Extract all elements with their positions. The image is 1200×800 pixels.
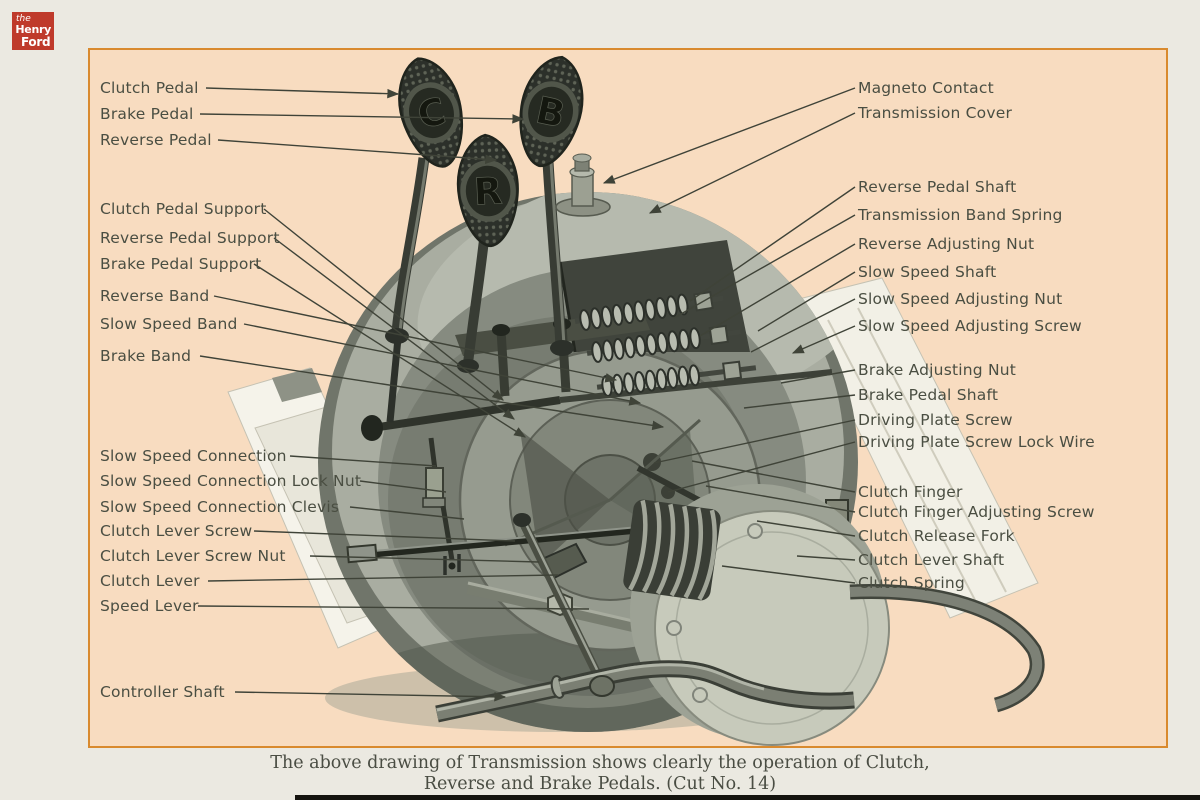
part-label-controller-shaft: Controller Shaft — [100, 683, 225, 701]
part-label-clutch-lever-screw: Clutch Lever Screw — [100, 522, 253, 540]
part-label-transmission-band-spring: Transmission Band Spring — [858, 206, 1063, 224]
part-label-reverse-pedal-shaft: Reverse Pedal Shaft — [858, 178, 1017, 196]
leader-lines-left — [197, 87, 665, 702]
frame-rail-right — [794, 277, 1039, 619]
part-label-clutch-finger: Clutch Finger — [858, 483, 963, 501]
reverse-pedal-letter: R — [473, 169, 504, 213]
part-label-clutch-lever: Clutch Lever — [100, 572, 200, 590]
slow-speed-connection-linkage — [422, 437, 461, 575]
part-label-clutch-pedal: Clutch Pedal — [100, 79, 199, 97]
part-label-clutch-pedal-support: Clutch Pedal Support — [100, 200, 267, 218]
part-label-brake-pedal-shaft: Brake Pedal Shaft — [858, 386, 999, 404]
part-label-driving-plate-screw: Driving Plate Screw — [858, 411, 1013, 429]
pedal-clutch: C — [398, 57, 463, 168]
part-label-reverse-adjusting-nut: Reverse Adjusting Nut — [858, 235, 1035, 253]
part-label-slow-speed-adjusting-nut: Slow Speed Adjusting Nut — [858, 290, 1063, 308]
pedal-reverse: R — [457, 133, 519, 248]
leader-lines-right — [602, 87, 856, 584]
part-label-clutch-lever-screw-nut: Clutch Lever Screw Nut — [100, 547, 286, 565]
part-label-clutch-finger-adjusting-screw: Clutch Finger Adjusting Screw — [858, 503, 1095, 521]
part-label-reverse-band: Reverse Band — [100, 287, 210, 305]
part-label-ss-connection-clevis: Slow Speed Connection Clevis — [100, 498, 340, 516]
part-label-reverse-pedal-support: Reverse Pedal Support — [100, 229, 280, 247]
part-label-clutch-release-fork: Clutch Release Fork — [858, 527, 1015, 545]
part-label-magneto-contact: Magneto Contact — [858, 79, 994, 97]
henry-ford-logo: the Henry Ford — [12, 12, 54, 50]
logo-ford: Ford — [21, 35, 51, 49]
band-springs — [574, 290, 757, 398]
caption-line-2: Reverse and Brake Pedals. (Cut No. 14) — [423, 774, 777, 794]
part-label-slow-speed-band: Slow Speed Band — [100, 315, 238, 333]
pedal-brake: B — [519, 55, 584, 168]
part-label-brake-pedal-support: Brake Pedal Support — [100, 255, 262, 273]
speed-lever-rod — [513, 513, 609, 690]
part-label-reverse-pedal: Reverse Pedal — [100, 131, 212, 149]
scan-edge-bar — [295, 795, 1200, 800]
part-label-clutch-spring: Clutch Spring — [858, 574, 965, 592]
part-label-ss-connection-lock-nut: Slow Speed Connection Lock Nut — [100, 472, 362, 490]
part-label-brake-band: Brake Band — [100, 347, 192, 365]
logo-henry: Henry — [15, 23, 51, 36]
part-label-brake-pedal: Brake Pedal — [100, 105, 194, 123]
part-label-slow-speed-shaft: Slow Speed Shaft — [858, 263, 997, 281]
part-label-transmission-cover: Transmission Cover — [858, 104, 1013, 122]
caption-line-1: The above drawing of Transmission shows … — [270, 753, 930, 773]
part-label-slow-speed-connection: Slow Speed Connection — [100, 447, 287, 465]
part-label-brake-adjusting-nut: Brake Adjusting Nut — [858, 361, 1017, 379]
pedal-stems — [385, 157, 574, 373]
magneto-contact-post — [555, 153, 611, 217]
logo-the: the — [16, 14, 31, 24]
clutch-spring-coil — [623, 499, 721, 601]
part-label-slow-speed-adjusting-screw: Slow Speed Adjusting Screw — [858, 317, 1082, 335]
part-label-clutch-lever-shaft: Clutch Lever Shaft — [858, 551, 1005, 569]
part-label-speed-lever: Speed Lever — [100, 597, 199, 615]
part-label-driving-plate-screw-lock-wire: Driving Plate Screw Lock Wire — [858, 433, 1095, 451]
